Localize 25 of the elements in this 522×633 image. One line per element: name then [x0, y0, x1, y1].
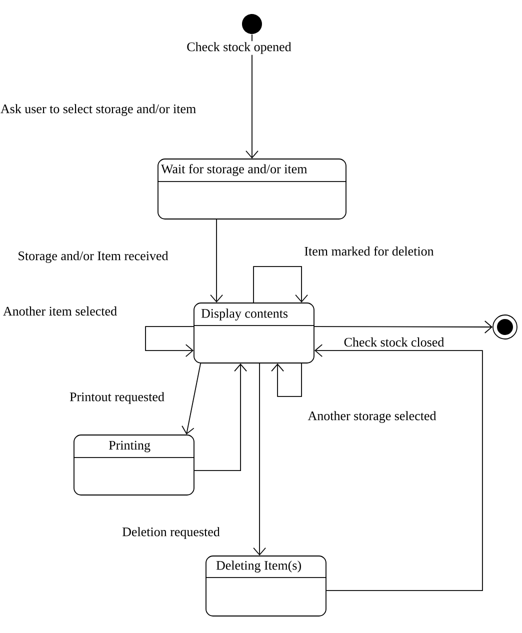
state-box: Display contents [193, 302, 315, 364]
arrow [194, 363, 247, 471]
arrow [182, 363, 201, 435]
edge-label: Printout requested [68, 391, 166, 405]
arrow [253, 363, 266, 556]
arrow [271, 363, 302, 397]
arrow [314, 344, 483, 591]
arrow [210, 219, 223, 303]
state-box: Deleting Item(s) [205, 556, 327, 616]
arrow [246, 34, 258, 159]
state-box: Wait for storage and/or item [157, 158, 347, 220]
edge-label: Storage and/or Item received [16, 250, 170, 264]
note-text: Ask user to select storage and/or item [0, 104, 196, 116]
initial-state-dot [242, 14, 262, 34]
edge-label: Check stock opened [186, 41, 292, 55]
arrow [314, 320, 493, 334]
edge-label: Deletion requested [121, 526, 221, 540]
state-box: Printing [73, 434, 195, 496]
arrow [253, 266, 308, 303]
arrow [145, 326, 194, 357]
final-state-circle [492, 314, 518, 340]
edge-label: Another item selected [2, 305, 118, 317]
edge-label: Check stock closed [342, 336, 446, 348]
edge-label: Another storage selected [306, 410, 438, 424]
edge-label: Item marked for deletion [303, 245, 435, 257]
